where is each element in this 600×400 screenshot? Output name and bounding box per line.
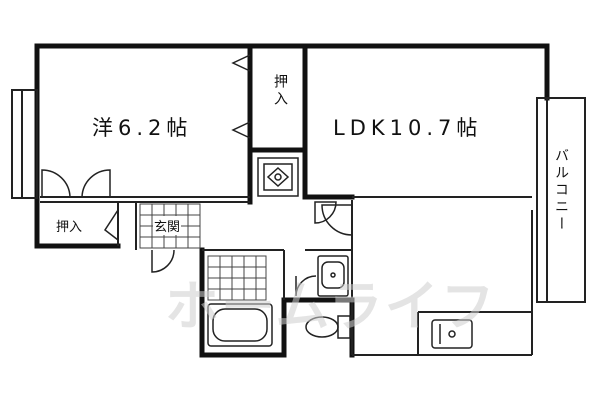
watermark: ホームライフ: [165, 275, 497, 338]
toilet-icon: [305, 315, 351, 339]
bathroom-tiles: [207, 255, 267, 301]
room-door-arcs: [41, 169, 337, 297]
closet-top-label: 押入: [272, 74, 288, 108]
western-room-label: 洋6.2帖: [92, 116, 193, 140]
bathtub-icon: [207, 303, 273, 347]
closet-door-marks: [103, 54, 251, 241]
washbasin-icon: [317, 255, 349, 297]
partitions: [40, 196, 533, 356]
left-window: [11, 89, 38, 199]
kitchen-sink-icon: [431, 319, 473, 349]
balcony-outline: [536, 97, 586, 303]
closet-left-label: 押入: [56, 220, 83, 235]
entrance-label: 玄関: [153, 216, 182, 235]
appliance-icon: [257, 157, 299, 197]
ldk-label: LDK10.7帖: [333, 116, 483, 140]
balcony-label: バルコニー: [553, 148, 569, 233]
ldk-door: [321, 204, 353, 236]
